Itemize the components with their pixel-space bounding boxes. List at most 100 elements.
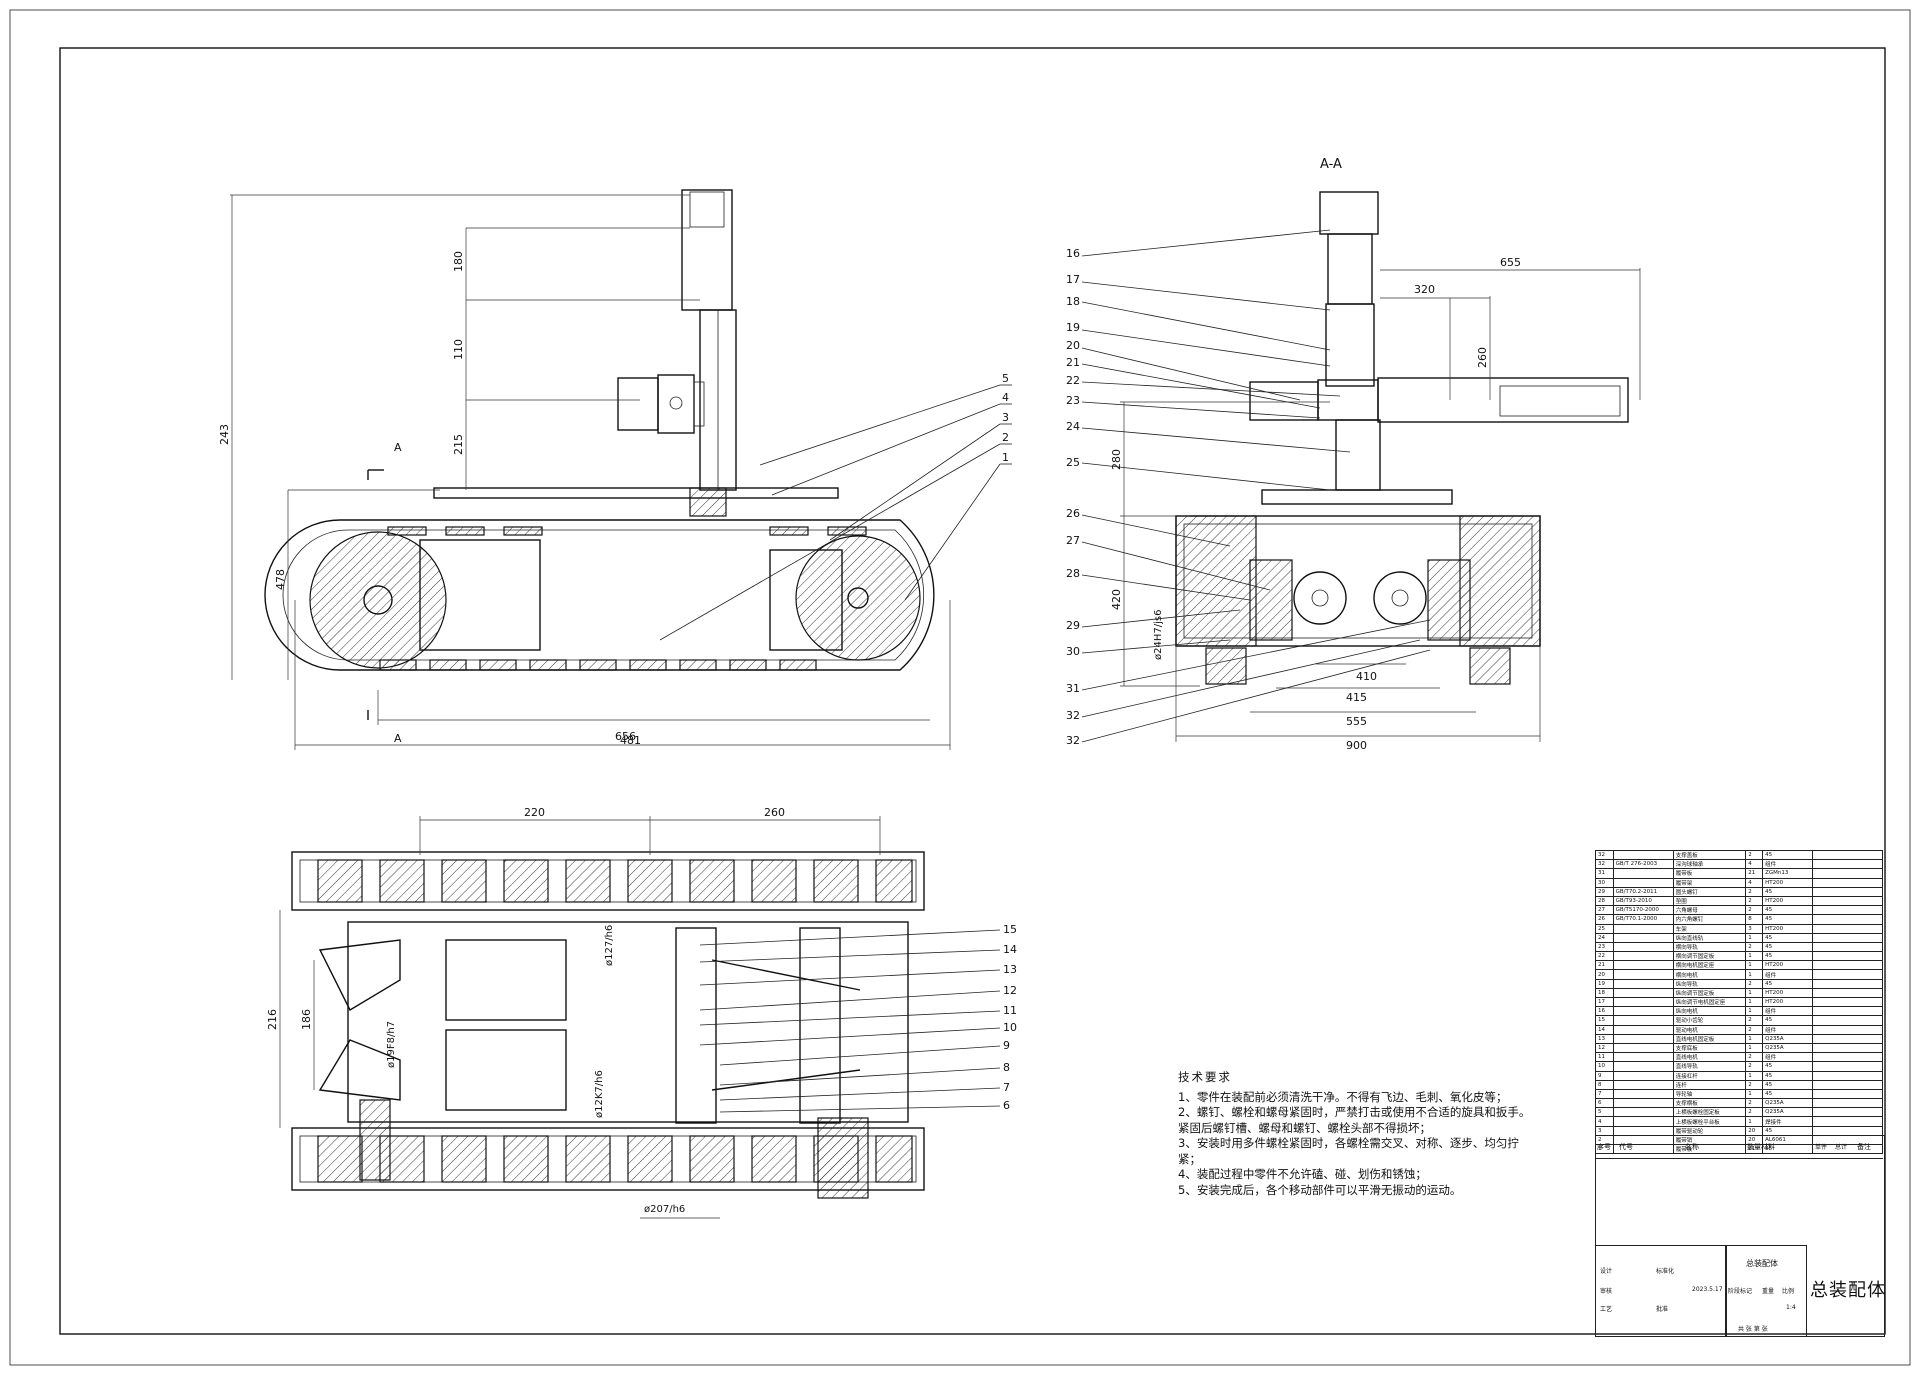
label-approve: 批准 [1656,1306,1669,1313]
dim-220: 220 [524,806,545,819]
bom-cell: 9 [1595,1070,1614,1081]
bom-cell: 1 [1745,1116,1764,1127]
bom-cell: 45 [1762,914,1813,925]
bom-cell [1612,923,1674,934]
bom-cell: 32 [1595,849,1614,861]
bom-cell: 圆头螺钉 [1672,886,1747,897]
balloon-2: 2 [1002,431,1009,444]
bom-cell: Q235A [1762,1107,1813,1118]
bom-cell: 18 [1595,987,1614,999]
fit-12k7h6: ø12K7/h6 [594,1070,605,1118]
bom-cell [1811,1024,1884,1035]
bom-cell: 履带板 [1672,1143,1747,1155]
bom-cell: HT200 [1762,923,1813,934]
balloon-10: 10 [1003,1021,1017,1034]
bom-cell: 纵向调节电机固定座 [1672,996,1747,1008]
technical-requirements: 技术要求 1、零件在装配前必须清洗干净。不得有飞边、毛刺、氧化皮等； 2、螺钉、… [1178,1070,1538,1198]
balloon-23: 23 [1066,394,1080,407]
bom-cell: 24 [1595,932,1614,943]
dim-481: 481 [620,734,641,747]
bom-cell [1811,895,1884,907]
bom-cell: 2 [1745,1052,1764,1063]
label-stage: 阶段标记 [1728,1288,1753,1295]
balloon-32a: 32 [1066,709,1080,722]
bom-cell: 1 [1745,951,1764,962]
tech-req-item-2: 2、螺钉、螺栓和螺母紧固时，严禁打击或使用不合适的旋具和扳手。紧固后螺钉槽、螺母… [1178,1105,1531,1135]
bom-cell: 驱动小齿轮 [1672,1015,1747,1026]
bom-cell [1612,1125,1674,1136]
bom-cell: 直线电机 [1672,1052,1747,1063]
balloon-8: 8 [1003,1061,1010,1074]
drawing-scale: 1:4 [1786,1304,1796,1311]
bom-cell: 13 [1595,1033,1614,1044]
bom-cell [1811,1107,1884,1118]
bom-cell [1811,951,1884,962]
label-weight: 重量 [1762,1288,1775,1295]
bom-cell [1612,1088,1674,1100]
bom-cell: 横向导轨 [1672,941,1747,953]
bom-cell [1612,1033,1674,1044]
bom-cell [1612,1006,1674,1017]
bom-header-qty: 数量 [1747,1143,1761,1151]
bom-cell: 2 [1745,895,1764,907]
bom-cell: 导轮轴 [1672,1088,1747,1100]
bom-cell: 31 [1595,868,1614,879]
tech-req-item-5: 5、安装完成后，各个移动部件可以平滑无振动的运动。 [1178,1182,1462,1197]
outer-border [9,9,1911,1366]
bom-cell [1811,969,1884,980]
balloon-1: 1 [1002,451,1009,464]
bom-cell: 1 [1745,996,1764,1008]
dim-656: 656 [615,730,636,743]
dim-900: 900 [1346,739,1367,752]
bom-cell: 深沟球轴承 [1672,859,1747,870]
tech-req-item-1: 1、零件在装配前必须清洗干净。不得有飞边、毛刺、氧化皮等； [1178,1089,1508,1104]
bom-cell: GB/T 276-2003 [1612,859,1674,870]
bom-cell: 上横板螺栓平台板 [1672,1116,1747,1127]
bom-cell: 横向电机固定座 [1672,960,1747,971]
balloon-12: 12 [1003,984,1017,997]
fit-24h7: ø24H7/js6 [1153,610,1164,660]
dim-280: 280 [1110,449,1123,470]
bom-cell: 组件 [1762,1006,1813,1017]
bom-cell: 2 [1745,978,1764,989]
bom-cell: 1 [1745,1042,1764,1054]
bom-cell: 15 [1595,1015,1614,1026]
bom-cell [1612,1061,1674,1072]
bom-cell: 支撑盖板 [1672,849,1747,861]
bom-cell: 1 [1745,1006,1764,1017]
bom-cell [1612,978,1674,989]
bom-cell: 27 [1595,905,1614,916]
bom-cell: 28 [1595,895,1614,907]
balloon-9: 9 [1003,1039,1010,1052]
bom-cell: 29 [1595,886,1614,897]
bom-cell: 45 [1762,932,1813,943]
bom-cell: 10 [1595,1061,1614,1072]
signature-grid: 设计 标准化 审核 工艺 批准 2023.5.17 [1595,1245,1727,1337]
bom-cell: 5 [1595,1107,1614,1118]
bom-cell: 45 [1762,1070,1813,1081]
bom-cell: 17 [1595,996,1614,1008]
bom-cell [1811,877,1884,888]
balloon-19: 19 [1066,321,1080,334]
bom-cell: 19 [1595,978,1614,989]
bom-cell: 上横板螺栓固定板 [1672,1107,1747,1118]
dim-320: 320 [1414,283,1435,296]
bom-cell: 1 [1745,987,1764,999]
bom-cell: 纵向电机 [1672,1006,1747,1017]
bom-header-total: 总计 [1835,1144,1848,1151]
balloon-15: 15 [1003,923,1017,936]
bom-cell: 2 [1745,1024,1764,1035]
bom-cell: 2 [1745,905,1764,916]
bom-cell: 45 [1762,951,1813,962]
tech-req-item-4: 4、装配过程中零件不允许磕、碰、划伤和锈蚀； [1178,1167,1427,1181]
balloon-31: 31 [1066,682,1080,695]
